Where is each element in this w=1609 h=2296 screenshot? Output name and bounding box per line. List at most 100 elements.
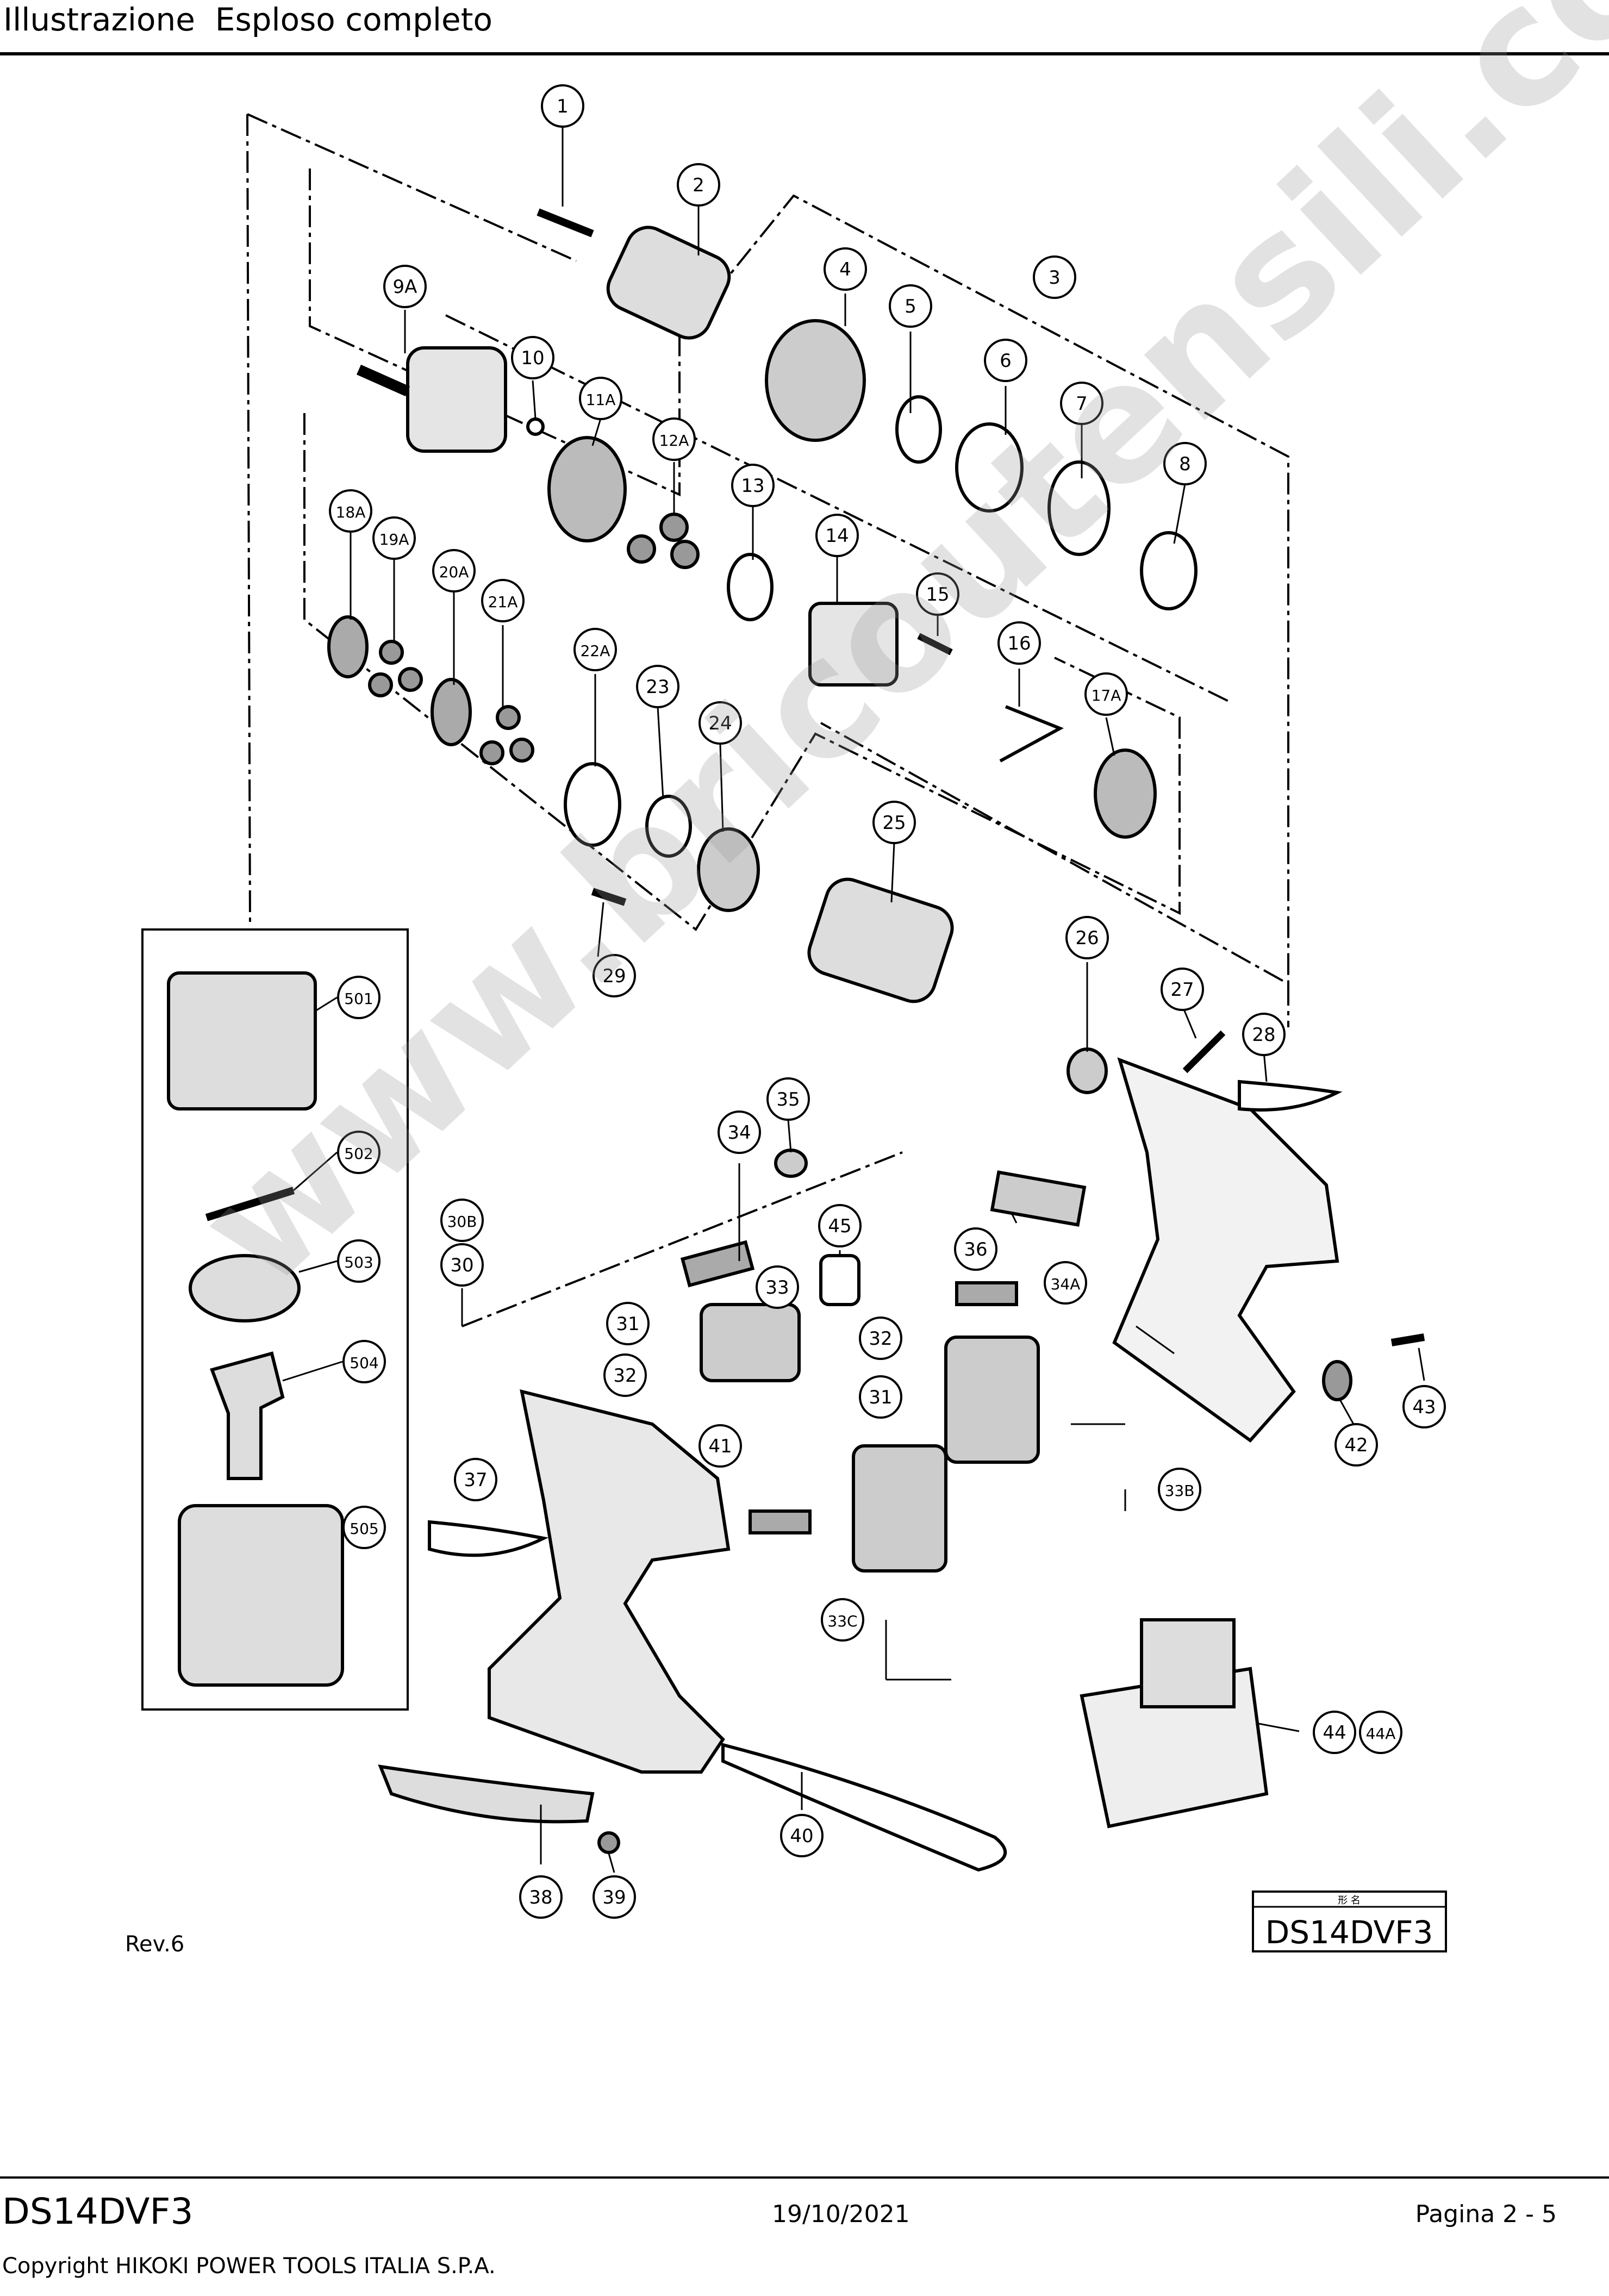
callout-label: 7: [1076, 393, 1088, 415]
part-ring-22a: [564, 762, 621, 847]
callout-circle: [1313, 1711, 1356, 1754]
callout-circle: [997, 621, 1041, 665]
callout-label: 44: [1323, 1722, 1346, 1744]
part-housing-14: [808, 602, 899, 687]
part-pad-36: [990, 1170, 1087, 1227]
leader: [1136, 1325, 1175, 1355]
model-box-model: DS14DVF3: [1265, 1914, 1433, 1951]
header-rule: [0, 52, 1609, 55]
part-gear-21a-3: [509, 738, 534, 763]
frame-chuck-group: [309, 169, 1289, 986]
callout-circle: [337, 976, 381, 1019]
part-bushing-42: [1322, 1360, 1352, 1401]
callout-circle: [718, 1110, 761, 1154]
part-pad-34a: [955, 1281, 1018, 1306]
part-plate-24: [697, 827, 760, 912]
leader: [1339, 1399, 1355, 1425]
callout-circle: [1242, 1013, 1286, 1056]
part-washer-8: [1140, 531, 1198, 610]
callout-label: 31: [869, 1387, 892, 1408]
part-shapes: [167, 208, 1425, 1872]
callout-label: 36: [964, 1239, 987, 1261]
callout-label: 34: [727, 1122, 751, 1144]
callout-label: 42: [1344, 1434, 1368, 1456]
callout-label: 28: [1252, 1024, 1275, 1046]
part-switch-33b: [944, 1336, 1040, 1464]
callout-label: 25: [882, 812, 906, 834]
part-pad-34: [680, 1240, 755, 1288]
part-clip-16: [999, 705, 1064, 763]
part-clip-41: [749, 1509, 812, 1534]
callout-label: 24: [708, 713, 732, 734]
callout-label: 504: [350, 1354, 378, 1372]
callout-circle: [579, 377, 622, 420]
footer-copyright: Copyright HIKOKI POWER TOOLS ITALIA S.P.…: [2, 2254, 496, 2279]
callout-label: 30B: [447, 1213, 477, 1231]
part-housing-left: [488, 1389, 731, 1774]
assembly-frames: [246, 113, 1289, 1327]
callout-label: 18A: [336, 503, 366, 521]
callout-circle: [815, 514, 859, 557]
callout-label: 45: [828, 1215, 851, 1237]
callout-circle: [1402, 1385, 1446, 1428]
callout-circle: [1084, 672, 1128, 716]
part-nameplate-28: [1238, 1080, 1343, 1112]
callout-label: 43: [1412, 1396, 1436, 1418]
callout-label: 9A: [393, 276, 417, 298]
callout-label: 14: [825, 525, 849, 547]
frame-mid: [445, 314, 1229, 702]
leader: [282, 1361, 343, 1382]
callout-circle: [606, 1302, 650, 1345]
part-screw-1: [537, 208, 594, 238]
frame-outer: [246, 114, 251, 925]
callout-circle: [652, 417, 696, 461]
callout-circle: [699, 1424, 742, 1468]
leader: [1105, 717, 1115, 756]
callout-label: 38: [529, 1887, 552, 1908]
callout-label: 33: [765, 1277, 789, 1299]
footer-model: DS14DVF3: [2, 2191, 194, 2232]
callout-circle: [440, 1199, 484, 1242]
part-ring-6: [955, 422, 1024, 513]
callout-label: 6: [1000, 350, 1012, 372]
callout-label: 30: [450, 1255, 473, 1276]
callout-label: 5: [905, 296, 916, 317]
callout-circle: [859, 1317, 902, 1360]
callout-label: 2: [693, 174, 704, 196]
part-bit-502: [205, 1187, 295, 1221]
page-title: Illustrazione Esploso completo: [3, 1, 492, 38]
part-case-505: [178, 1504, 344, 1687]
part-gear-19a-2: [368, 672, 393, 697]
part-carrier-20a: [431, 678, 472, 746]
callout-label: 10: [521, 347, 544, 369]
leader: [1181, 1005, 1197, 1039]
callout-circle: [916, 572, 959, 616]
callout-circle: [519, 1875, 563, 1919]
part-washer-13: [727, 553, 774, 621]
footer-date: 19/10/2021: [772, 2200, 910, 2228]
callout-circle: [383, 265, 427, 308]
callout-circle: [432, 549, 476, 592]
part-spindle-9a: [356, 364, 410, 397]
callout-circle: [573, 628, 617, 671]
callout-circle: [824, 247, 867, 291]
leader: [293, 1151, 338, 1191]
accessories-box: [141, 928, 409, 1711]
callout-circle: [1044, 1261, 1087, 1305]
part-switch-33c: [852, 1444, 947, 1573]
callout-label: 11A: [586, 391, 616, 409]
part-gear-12a-3: [670, 540, 700, 569]
leader: [1010, 1212, 1018, 1224]
part-chuck: [606, 226, 731, 340]
callout-label: 37: [464, 1469, 487, 1491]
part-light-504: [210, 1351, 285, 1480]
part-charger-501: [167, 971, 317, 1110]
callout-circle: [1334, 1423, 1378, 1467]
callout-circle: [342, 1340, 386, 1383]
leader: [1255, 1722, 1300, 1732]
callout-label: 13: [741, 475, 764, 497]
callout-label: 35: [776, 1089, 800, 1110]
leader: [315, 996, 338, 1012]
frame-gear-group: [303, 413, 1181, 931]
